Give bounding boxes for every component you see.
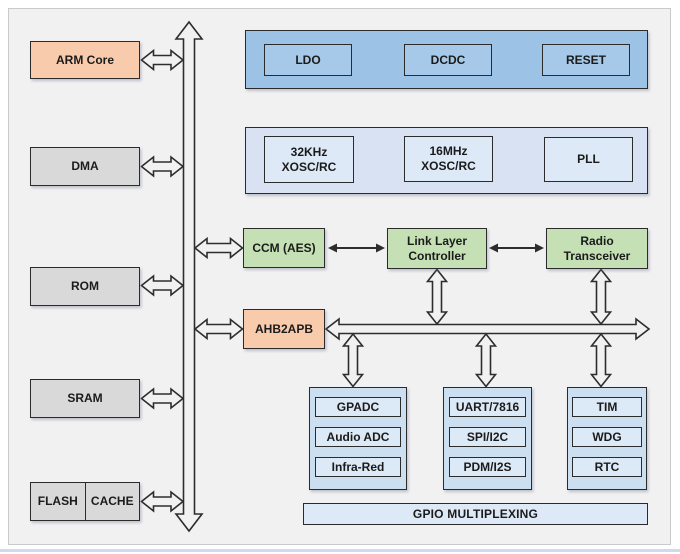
block-spi-i2c: SPI/I2C xyxy=(449,427,526,447)
arrow-sram-bus xyxy=(140,387,185,410)
block-wdg: WDG xyxy=(572,427,642,447)
block-sram: SRAM xyxy=(30,379,140,418)
block-tim: TIM xyxy=(572,397,642,417)
arrow-bus-ccm xyxy=(193,236,244,260)
arrow-apbbus-group3 xyxy=(589,332,613,388)
block-reset: RESET xyxy=(542,44,630,76)
block-arm-core: ARM Core xyxy=(30,41,140,79)
arrow-linklayer-radio xyxy=(489,243,544,253)
block-pll: PLL xyxy=(544,137,633,182)
arrow-armcore-bus xyxy=(140,48,185,72)
block-16mhz-xosc: 16MHz XOSC/RC xyxy=(404,136,493,182)
block-infra-red: Infra-Red xyxy=(315,457,401,477)
arrow-ccm-linklayer xyxy=(328,243,385,253)
ahb-system-bus xyxy=(174,20,204,533)
block-rom: ROM xyxy=(30,267,140,306)
arrow-linklayer-apbbus xyxy=(425,268,449,326)
bottom-accent-strip xyxy=(0,549,680,552)
apb-peripheral-bus xyxy=(324,317,651,341)
block-cache: CACHE xyxy=(84,483,140,520)
block-flash: FLASH xyxy=(37,494,78,508)
block-pdm-i2s: PDM/I2S xyxy=(449,457,526,477)
block-gpadc: GPADC xyxy=(315,397,401,417)
block-ahb2apb: AHB2APB xyxy=(243,309,325,349)
arrow-dma-bus xyxy=(140,155,185,178)
arrow-apbbus-group2 xyxy=(474,332,498,388)
block-ldo: LDO xyxy=(264,44,352,76)
block-ccm-aes: CCM (AES) xyxy=(243,228,325,268)
block-radio-transceiver: Radio Transceiver xyxy=(546,228,648,269)
arrow-radio-apbbus xyxy=(589,268,613,326)
arrow-rom-bus xyxy=(140,274,185,297)
block-uart-7816: UART/7816 xyxy=(449,397,526,417)
block-flash-cache: FLASH CACHE xyxy=(30,482,140,521)
block-link-layer-controller: Link Layer Controller xyxy=(387,228,487,269)
block-gpio-multiplexing: GPIO MULTIPLEXING xyxy=(303,503,648,525)
arrow-flash-bus xyxy=(140,490,185,513)
block-32khz-xosc: 32KHz XOSC/RC xyxy=(264,136,354,183)
arrow-apbbus-group1 xyxy=(341,332,365,388)
block-rtc: RTC xyxy=(572,457,642,477)
block-audio-adc: Audio ADC xyxy=(315,427,401,447)
block-dma: DMA xyxy=(30,147,140,186)
block-dcdc: DCDC xyxy=(404,44,492,76)
arrow-bus-ahb2apb xyxy=(193,317,244,341)
